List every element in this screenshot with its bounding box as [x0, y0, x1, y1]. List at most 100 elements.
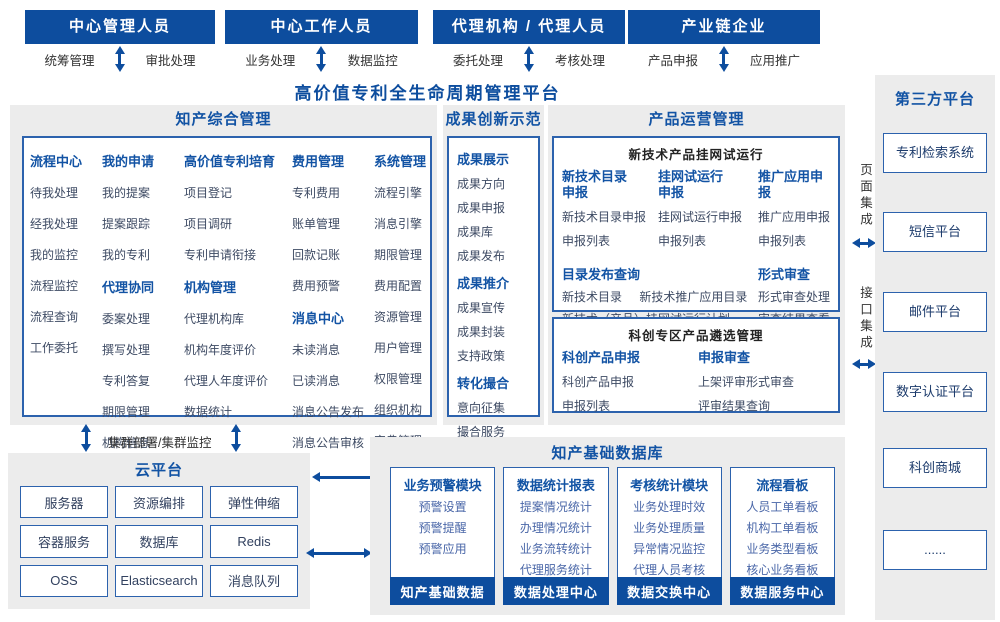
menu-item: 我的监控 [30, 248, 79, 262]
menu-item: 工作委托 [30, 341, 79, 355]
module-group-title: 系统管理 [374, 154, 427, 169]
menu-item: 提案情况统计 [519, 500, 592, 514]
menu-item: 成果申报 [457, 201, 506, 215]
module-group-title: 科创产品申报 [562, 350, 641, 365]
menu-item: 申报列表 [658, 234, 707, 248]
menu-item: 成果发布 [457, 249, 506, 263]
menu-item: 待我处理 [30, 186, 79, 200]
cluster-label: 集群部署/集群监控 [108, 436, 212, 450]
menu-item: 成果宣传 [457, 301, 506, 315]
menu-item: 经我处理 [30, 217, 79, 231]
menu-item: 科创产品申报 [562, 375, 635, 389]
menu-item: 形式审查处理 [757, 290, 830, 304]
menu-item: 业务处理质量 [633, 521, 706, 535]
module-group-title: 新技术目录申报 [562, 169, 628, 200]
menu-item: 业务处理时效 [633, 500, 706, 514]
menu-item: 消息公告审核 [292, 436, 365, 450]
db-module-box: 考核统计模块 业务处理时效业务处理质量异常情况监控代理人员考核 [616, 467, 722, 583]
vertical-double-arrow-icon [718, 46, 730, 72]
cloud-service-box: 容器服务 [20, 525, 108, 558]
menu-item: 已读消息 [292, 374, 341, 388]
third-party-box: ...... [883, 530, 987, 570]
api-integration-label: 接口集成 [858, 286, 872, 352]
db-module-box: 流程看板 人员工单看板机构工单看板业务类型看板核心业务看板 [729, 467, 835, 583]
menu-item: 专利申请衔接 [184, 248, 257, 262]
third-party-box: 数字认证平台 [883, 372, 987, 412]
cloud-service-box: 数据库 [115, 525, 203, 558]
ip-column: 系统管理 流程引擎消息引擎期限管理费用配置资源管理用户管理权限管理组织机构字典管… [372, 140, 430, 448]
actor-header: 中心管理人员 [25, 10, 215, 44]
kc-zone-box: 科创专区产品遴选管理 科创产品申报 科创产品申报申报列表 申报审查 上架评审形式… [552, 317, 840, 413]
module-group-title: 成果推介 [457, 276, 510, 291]
menu-item: 新技术目录 [562, 290, 623, 304]
module-group-title: 流程看板 [756, 478, 809, 493]
module-group-title: 成果展示 [457, 152, 510, 167]
menu-item: 委案处理 [102, 312, 151, 326]
panel-innovation-demo: 成果创新示范 成果展示 成果方向成果申报成果库成果发布 成果推介 成果宣传成果封… [443, 105, 544, 463]
menu-item: 成果封装 [457, 325, 506, 339]
menu-item: 预警设置 [418, 500, 467, 514]
cloud-service-box: 服务器 [20, 486, 108, 519]
module-group-title: 消息中心 [292, 311, 345, 326]
actor-agencies: 代理机构 / 代理人员 委托处理 考核处理 [433, 10, 625, 74]
actor-role-label: 统筹管理 [44, 53, 95, 68]
panel-title: 云平台 [134, 462, 183, 479]
data-center-box: 数据服务中心 [729, 577, 835, 605]
menu-item: 机构信息 [102, 436, 151, 450]
menu-item: 推广应用申报 [757, 210, 830, 224]
menu-item: 代理人员考核 [633, 563, 706, 577]
panel-ip-database: 知产基础数据库 业务预警模块 预警设置预警提醒预警应用 数据统计报表 提案情况统… [370, 437, 845, 615]
horizontal-double-arrow-icon [306, 547, 372, 559]
product-column: 新技术目录申报 新技术目录申报申报列表 [562, 167, 658, 256]
module-group-title: 我的申请 [102, 154, 155, 169]
actor-role-label: 委托处理 [452, 53, 503, 68]
menu-item: 预警提醒 [418, 521, 467, 535]
menu-item: 成果方向 [457, 177, 506, 191]
cloud-service-box: Elasticsearch [115, 564, 203, 597]
menu-item: 成果库 [457, 225, 494, 239]
innovation-box: 成果展示 成果方向成果申报成果库成果发布 成果推介 成果宣传成果封装支持政策 转… [447, 136, 540, 463]
menu-item: 撰写处理 [102, 343, 151, 357]
third-party-box: 科创商城 [883, 448, 987, 488]
menu-item: 流程监控 [30, 279, 79, 293]
menu-item: 期限管理 [374, 248, 423, 262]
module-group-title: 高价值专利培育 [184, 154, 276, 169]
menu-item: 账单管理 [292, 217, 341, 231]
horizontal-double-arrow-icon [852, 358, 876, 370]
actor-industry-chain: 产业链企业 产品申报 应用推广 [628, 10, 820, 74]
menu-item: 代理人年度评价 [184, 374, 269, 388]
actor-header: 产业链企业 [628, 10, 820, 44]
module-group-title: 业务预警模块 [403, 478, 482, 493]
menu-item: 异常情况监控 [633, 542, 706, 556]
menu-item: 资源管理 [374, 310, 423, 324]
ip-column: 流程中心 待我处理经我处理我的监控流程监控流程查询工作委托 [28, 140, 100, 415]
module-group-title: 申报审查 [698, 350, 751, 365]
menu-item: 机构年度评价 [184, 343, 257, 357]
db-module-box: 数据统计报表 提案情况统计办理情况统计业务流转统计代理服务统计 [503, 467, 609, 583]
menu-item: 支持政策 [457, 349, 506, 363]
module-group-title: 转化撮合 [457, 376, 510, 391]
horizontal-double-arrow-icon [852, 237, 876, 249]
menu-item: 我的提案 [102, 186, 151, 200]
menu-item: 办理情况统计 [519, 521, 592, 535]
vertical-double-arrow-icon [80, 424, 92, 452]
menu-item: 评审结果查询 [698, 399, 771, 413]
panel-product-operation: 产品运营管理 新技术产品挂网试运行 新技术目录申报 新技术目录申报申报列表 挂网… [548, 105, 845, 425]
menu-item: 挂网试运行申报 [658, 210, 743, 224]
sub-box-title: 新技术产品挂网试运行 [628, 148, 764, 162]
menu-item: 核心业务看板 [746, 563, 819, 577]
ip-column: 高价值专利培育 项目登记项目调研专利申请衔接 机构管理 代理机构库机构年度评价代… [182, 140, 290, 419]
menu-item: 项目调研 [184, 217, 233, 231]
menu-item: 新技术目录申报 [562, 210, 647, 224]
menu-item: 代理服务统计 [519, 563, 592, 577]
actor-header: 中心工作人员 [225, 10, 418, 44]
menu-item: 申报列表 [562, 234, 611, 248]
menu-item: 新技术推广应用目录 [639, 290, 748, 304]
menu-item: 项目登记 [184, 186, 233, 200]
menu-item: 撮合服务 [457, 425, 506, 439]
module-group-title: 挂网试运行申报 [658, 169, 724, 200]
third-party-box: 专利检索系统 [883, 133, 987, 173]
module-group-title: 推广应用申报 [757, 169, 823, 200]
